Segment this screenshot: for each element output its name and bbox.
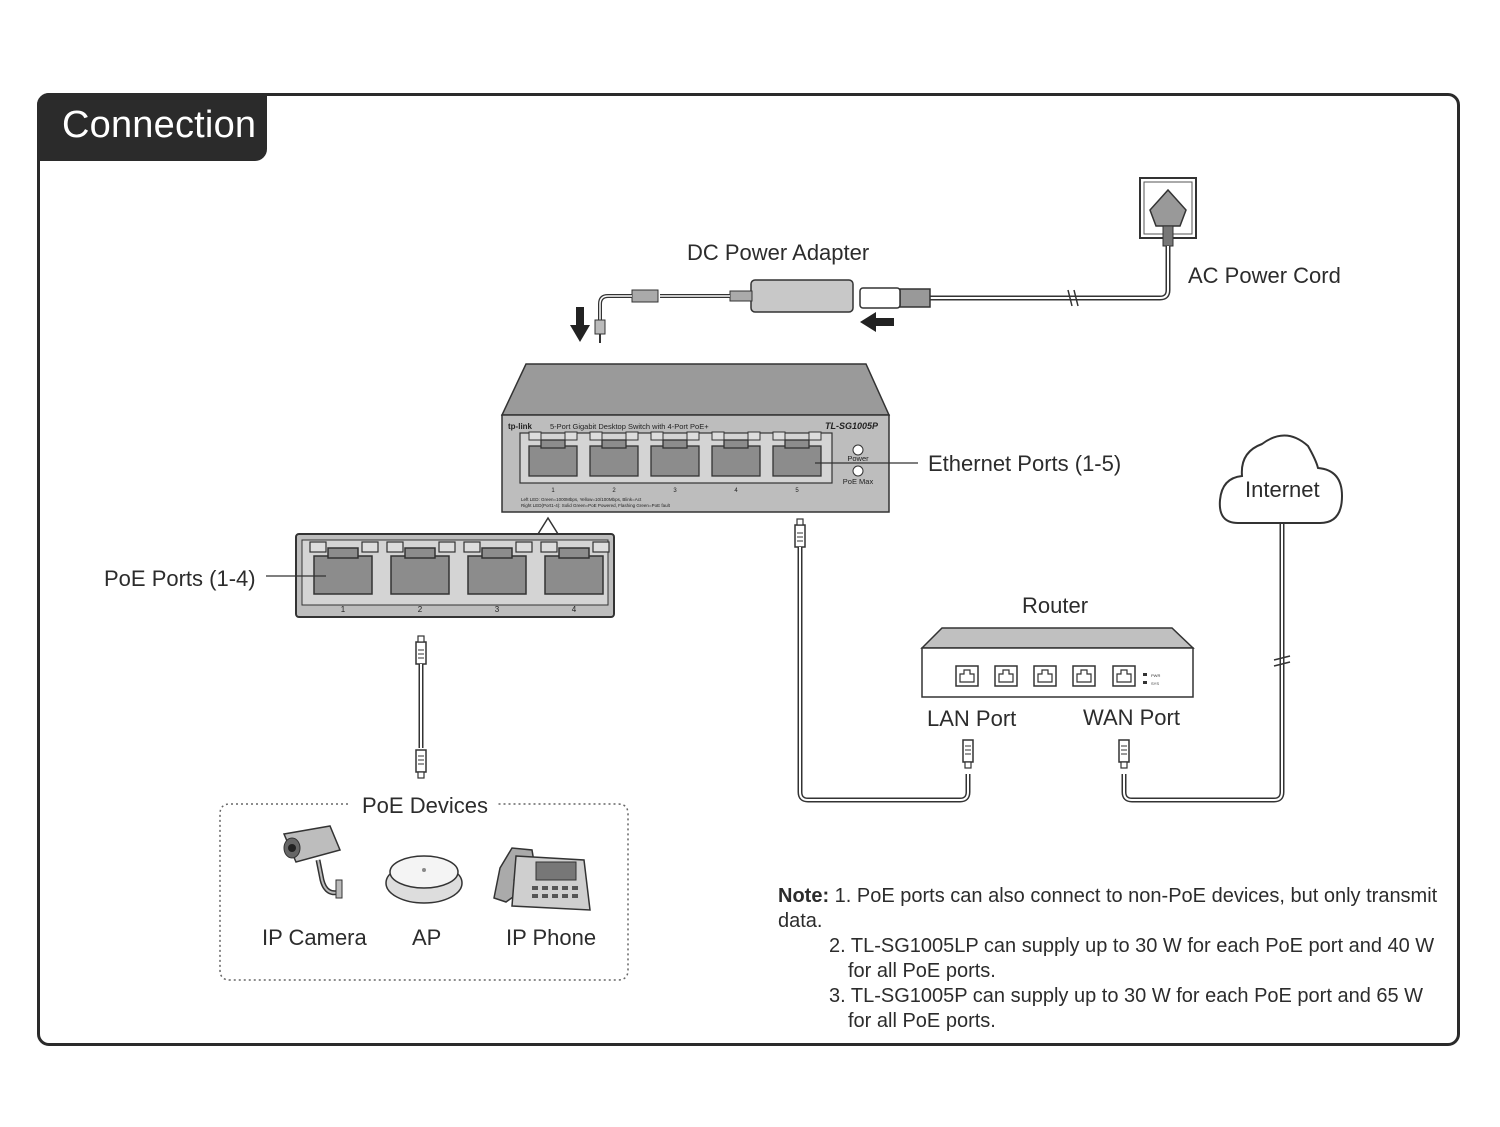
switch-port-number: 2 [612, 488, 616, 494]
poe-ports-label: PoE Ports (1-4) [104, 566, 256, 591]
ac-power-cord-label: AC Power Cord [1188, 263, 1341, 288]
poe-cable [415, 635, 427, 779]
lan-cable [794, 518, 974, 803]
ac-power-cord [859, 246, 1171, 309]
router-led-sys: SYS [1151, 681, 1159, 686]
poe-port-2 [386, 541, 456, 595]
wall-socket-icon [1139, 177, 1197, 247]
switch-port-number: 3 [673, 488, 677, 494]
arrow-down-icon [570, 307, 590, 342]
poe-port-4 [540, 541, 610, 595]
poe-devices-label: PoE Devices [362, 793, 488, 818]
router-led-pwr: PWR [1151, 673, 1160, 678]
note-item-1: 1. PoE ports can also connect to non-PoE… [778, 885, 1438, 932]
switch-port-number: 4 [734, 488, 738, 494]
page-title: Connection [62, 104, 257, 146]
dc-power-adapter-label: DC Power Adapter [687, 240, 870, 265]
ip-phone-icon [493, 847, 591, 911]
switch-model: TL-SG1005P [825, 421, 879, 431]
ip-camera-icon [282, 825, 343, 899]
led-legend-line1: Left LED: Green=1000Mbps, Yellow=10/100M… [521, 497, 642, 502]
power-led-label: Power [847, 454, 869, 463]
poe-devices-box [219, 803, 629, 981]
lan-port-label: LAN Port [927, 706, 1017, 731]
title-tab [37, 93, 267, 161]
ap-label: AP [412, 925, 442, 950]
poe-max-led-label: PoE Max [843, 477, 874, 486]
poe-ports-zoom: 1 2 3 4 [295, 516, 615, 618]
switch-device: 1 2 3 4 5 tp-link 5-Port Gigabit Desktop Swi… [500, 363, 891, 513]
note-item-3: 3. TL-SG1005P can supply up to 30 W for … [829, 985, 1424, 1032]
poe-port-number: 3 [495, 605, 500, 614]
switch-port-number: 5 [795, 488, 799, 494]
dc-power-adapter [594, 279, 854, 343]
led-legend-line2: Right LED(Port1-4): Solid Green=PoE Powe… [521, 503, 671, 508]
arrow-left-icon [860, 312, 894, 332]
switch-brand: tp-link [508, 422, 533, 431]
poe-port-number: 2 [418, 605, 423, 614]
poe-port-number: 1 [341, 605, 346, 614]
ip-phone-label: IP Phone [506, 925, 597, 950]
note-item-2: 2. TL-SG1005LP can supply up to 30 W for… [829, 935, 1435, 982]
note-head: Note: [778, 885, 830, 907]
access-point-icon [385, 855, 463, 904]
wan-cable [1118, 520, 1291, 803]
poe-port-1 [309, 541, 379, 595]
switch-description: 5-Port Gigabit Desktop Switch with 4-Por… [550, 422, 709, 431]
internet-cloud-icon [1218, 434, 1344, 524]
poe-port-number: 4 [572, 605, 577, 614]
internet-label: Internet [1245, 477, 1320, 502]
ip-camera-label: IP Camera [262, 925, 367, 950]
switch-port-number: 1 [551, 488, 555, 494]
router-label: Router [1022, 593, 1089, 618]
ethernet-ports-label: Ethernet Ports (1-5) [928, 451, 1122, 476]
router-device: PWR SYS [920, 627, 1195, 698]
diagram-frame [37, 93, 1460, 1046]
poe-port-3 [463, 541, 533, 595]
note-block: Note: 1. PoE ports can also connect to n… [778, 884, 1468, 1034]
wan-port-label: WAN Port [1083, 705, 1180, 730]
